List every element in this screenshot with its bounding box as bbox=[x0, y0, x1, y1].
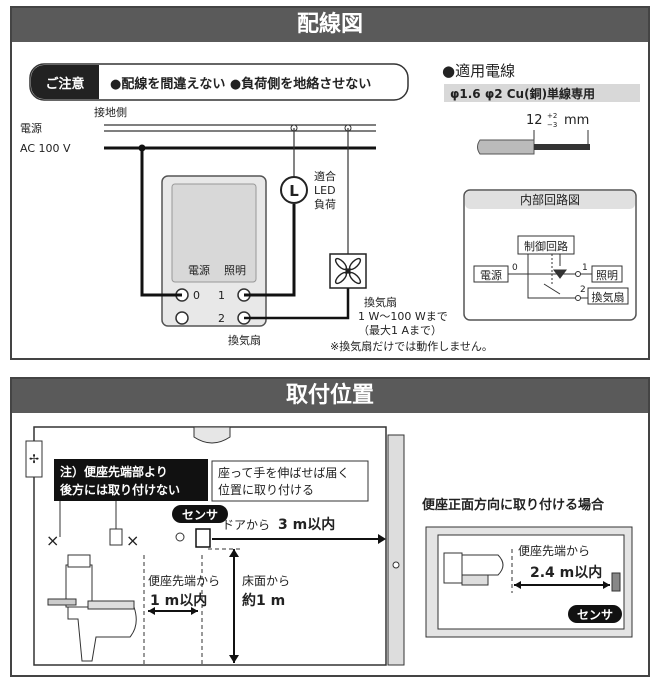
circuit-1: 1 bbox=[582, 263, 588, 273]
mounting-title: 取付位置 bbox=[12, 379, 648, 413]
wire-fan-out bbox=[244, 286, 350, 320]
lamp-symbol: L bbox=[289, 182, 299, 200]
ac-label: AC 100 V bbox=[20, 142, 71, 155]
mounting-diagram: ✢ 注）便座先端部より 後方には取り付けない 座って手を伸ばせば届く 位置に取り… bbox=[25, 426, 633, 666]
led-line-3: 負荷 bbox=[314, 198, 336, 211]
terminal-0-label: 0 bbox=[193, 289, 200, 302]
cross-mark-2: × bbox=[126, 531, 139, 550]
floor-dist: 約1 m bbox=[242, 592, 285, 609]
led-line-1: 適合 bbox=[314, 169, 336, 183]
front-sensor-icon bbox=[611, 572, 621, 592]
strip-tol-plus: +2 bbox=[547, 112, 557, 120]
floor-arrow-bottom bbox=[229, 655, 239, 663]
front-toilet-icon bbox=[443, 552, 504, 586]
wire-spec: φ1.6 φ2 Cu(銅)単線専用 bbox=[450, 86, 595, 101]
circuit-fan-box bbox=[587, 287, 629, 305]
wrong-switch-icon bbox=[109, 528, 123, 546]
wire-insulation bbox=[477, 139, 535, 155]
strip-tol-minus: −3 bbox=[547, 121, 557, 129]
wire-title: ●適用電線 bbox=[442, 62, 515, 80]
fan-max: （最大1 Aまで） bbox=[358, 323, 442, 337]
note-reach-line-1: 座って手を伸ばせば届く bbox=[218, 465, 349, 480]
terminal-1-label: 1 bbox=[218, 289, 225, 302]
door bbox=[387, 434, 405, 666]
door-arrow-head bbox=[378, 534, 386, 544]
front-sensor-badge bbox=[568, 605, 622, 623]
fan-note: ※換気扇だけでは動作しません。 bbox=[330, 339, 493, 353]
circuit-0: 0 bbox=[512, 263, 518, 273]
fan-range: 1 W〜100 Wまで bbox=[358, 310, 448, 323]
strip-unit: mm bbox=[564, 113, 589, 128]
wiring-diagram: ご注意 ●配線を間違えない ●負荷側を地絡させない 接地側 電源 AC 100 … bbox=[20, 62, 640, 353]
front-title: 便座正面方向に取り付ける場合 bbox=[422, 497, 605, 513]
switch-plate bbox=[171, 183, 257, 283]
door-dist: 3 m以内 bbox=[278, 516, 335, 533]
circuit-ctrl-box bbox=[517, 235, 575, 255]
front-dist: 2.4 m以内 bbox=[530, 564, 602, 581]
note-left-box bbox=[54, 459, 208, 501]
terminal-fan-label: 換気扇 bbox=[228, 333, 261, 347]
circuit-node-1 bbox=[575, 271, 581, 277]
fan-blades-icon bbox=[334, 257, 362, 285]
note-left-line-1: 注）便座先端部より bbox=[60, 464, 168, 479]
circuit-title-bg bbox=[465, 191, 635, 209]
ground-side-label: 接地側 bbox=[94, 106, 127, 119]
strip-length: 12 bbox=[526, 113, 543, 128]
wall-fan-icon bbox=[25, 440, 43, 478]
terminal-2-label: 2 bbox=[218, 312, 225, 325]
front-arrow-left bbox=[514, 581, 521, 589]
circuit-node-2 bbox=[575, 295, 581, 301]
cross-mark-1: × bbox=[46, 531, 59, 550]
wire-light-out bbox=[244, 204, 296, 297]
note-left-line-2: 後方には取り付けない bbox=[60, 482, 180, 497]
front-sensor-label: センサ bbox=[577, 608, 613, 622]
sensor-switch-icon bbox=[195, 528, 211, 548]
wiring-title: 配線図 bbox=[12, 8, 648, 42]
floor-from: 床面から bbox=[242, 574, 290, 588]
caution-box bbox=[29, 63, 409, 101]
note-reach-box bbox=[211, 460, 369, 502]
front-from: 便座先端から bbox=[518, 543, 590, 558]
wire-conductor bbox=[534, 144, 590, 150]
circuit-power-label: 電源 bbox=[480, 268, 502, 282]
caution-text: ●配線を間違えない ●負荷側を地絡させない bbox=[110, 76, 371, 92]
fan-title: 換気扇 bbox=[364, 295, 397, 309]
seat-arrow-right bbox=[191, 607, 198, 615]
seat-arrow-left bbox=[148, 607, 155, 615]
circuit-title: 内部回路図 bbox=[520, 192, 580, 207]
door-knob-icon bbox=[392, 561, 400, 569]
terminal-light-label: 照明 bbox=[224, 264, 246, 277]
circuit-light-label: 照明 bbox=[596, 269, 618, 282]
door-from: ドアから bbox=[222, 518, 270, 532]
wire-spec-bg bbox=[444, 84, 640, 102]
note-reach-line-2: 位置に取り付ける bbox=[218, 482, 314, 497]
circuit-fan-label: 換気扇 bbox=[592, 290, 625, 304]
seat-dist: 1 m以内 bbox=[150, 592, 207, 609]
wire-power-to-switch bbox=[140, 148, 182, 297]
terminal-power-label: 電源 bbox=[188, 263, 210, 277]
led-line-2: LED bbox=[314, 184, 336, 197]
power-label: 電源 bbox=[20, 121, 42, 135]
led-lamp-icon bbox=[280, 176, 308, 204]
toilet-icon bbox=[47, 554, 137, 662]
ceiling-light-icon bbox=[193, 426, 231, 444]
release-hole-left bbox=[175, 311, 189, 325]
seat-from: 便座先端から bbox=[148, 573, 220, 588]
caution-label: ご注意 bbox=[45, 76, 84, 92]
front-arrow-right bbox=[603, 581, 610, 589]
wall-fan-glyph: ✢ bbox=[29, 452, 39, 466]
circuit-2: 2 bbox=[580, 285, 586, 295]
sensor-badge bbox=[172, 505, 228, 523]
mounting-panel: 取付位置 ✢ 注）便座先端部より 後方には取り付けない 座って手を伸ばせば届く … bbox=[10, 377, 650, 677]
floor-arrow-top bbox=[229, 549, 239, 557]
circuit-ctrl-label: 制御回路 bbox=[524, 239, 568, 253]
sensor-lens-icon bbox=[175, 532, 185, 542]
wiring-panel: 配線図 ご注意 ●配線を間違えない ●負荷側を地絡させない 接地側 電源 AC … bbox=[10, 6, 650, 360]
sensor-label: センサ bbox=[182, 508, 218, 522]
